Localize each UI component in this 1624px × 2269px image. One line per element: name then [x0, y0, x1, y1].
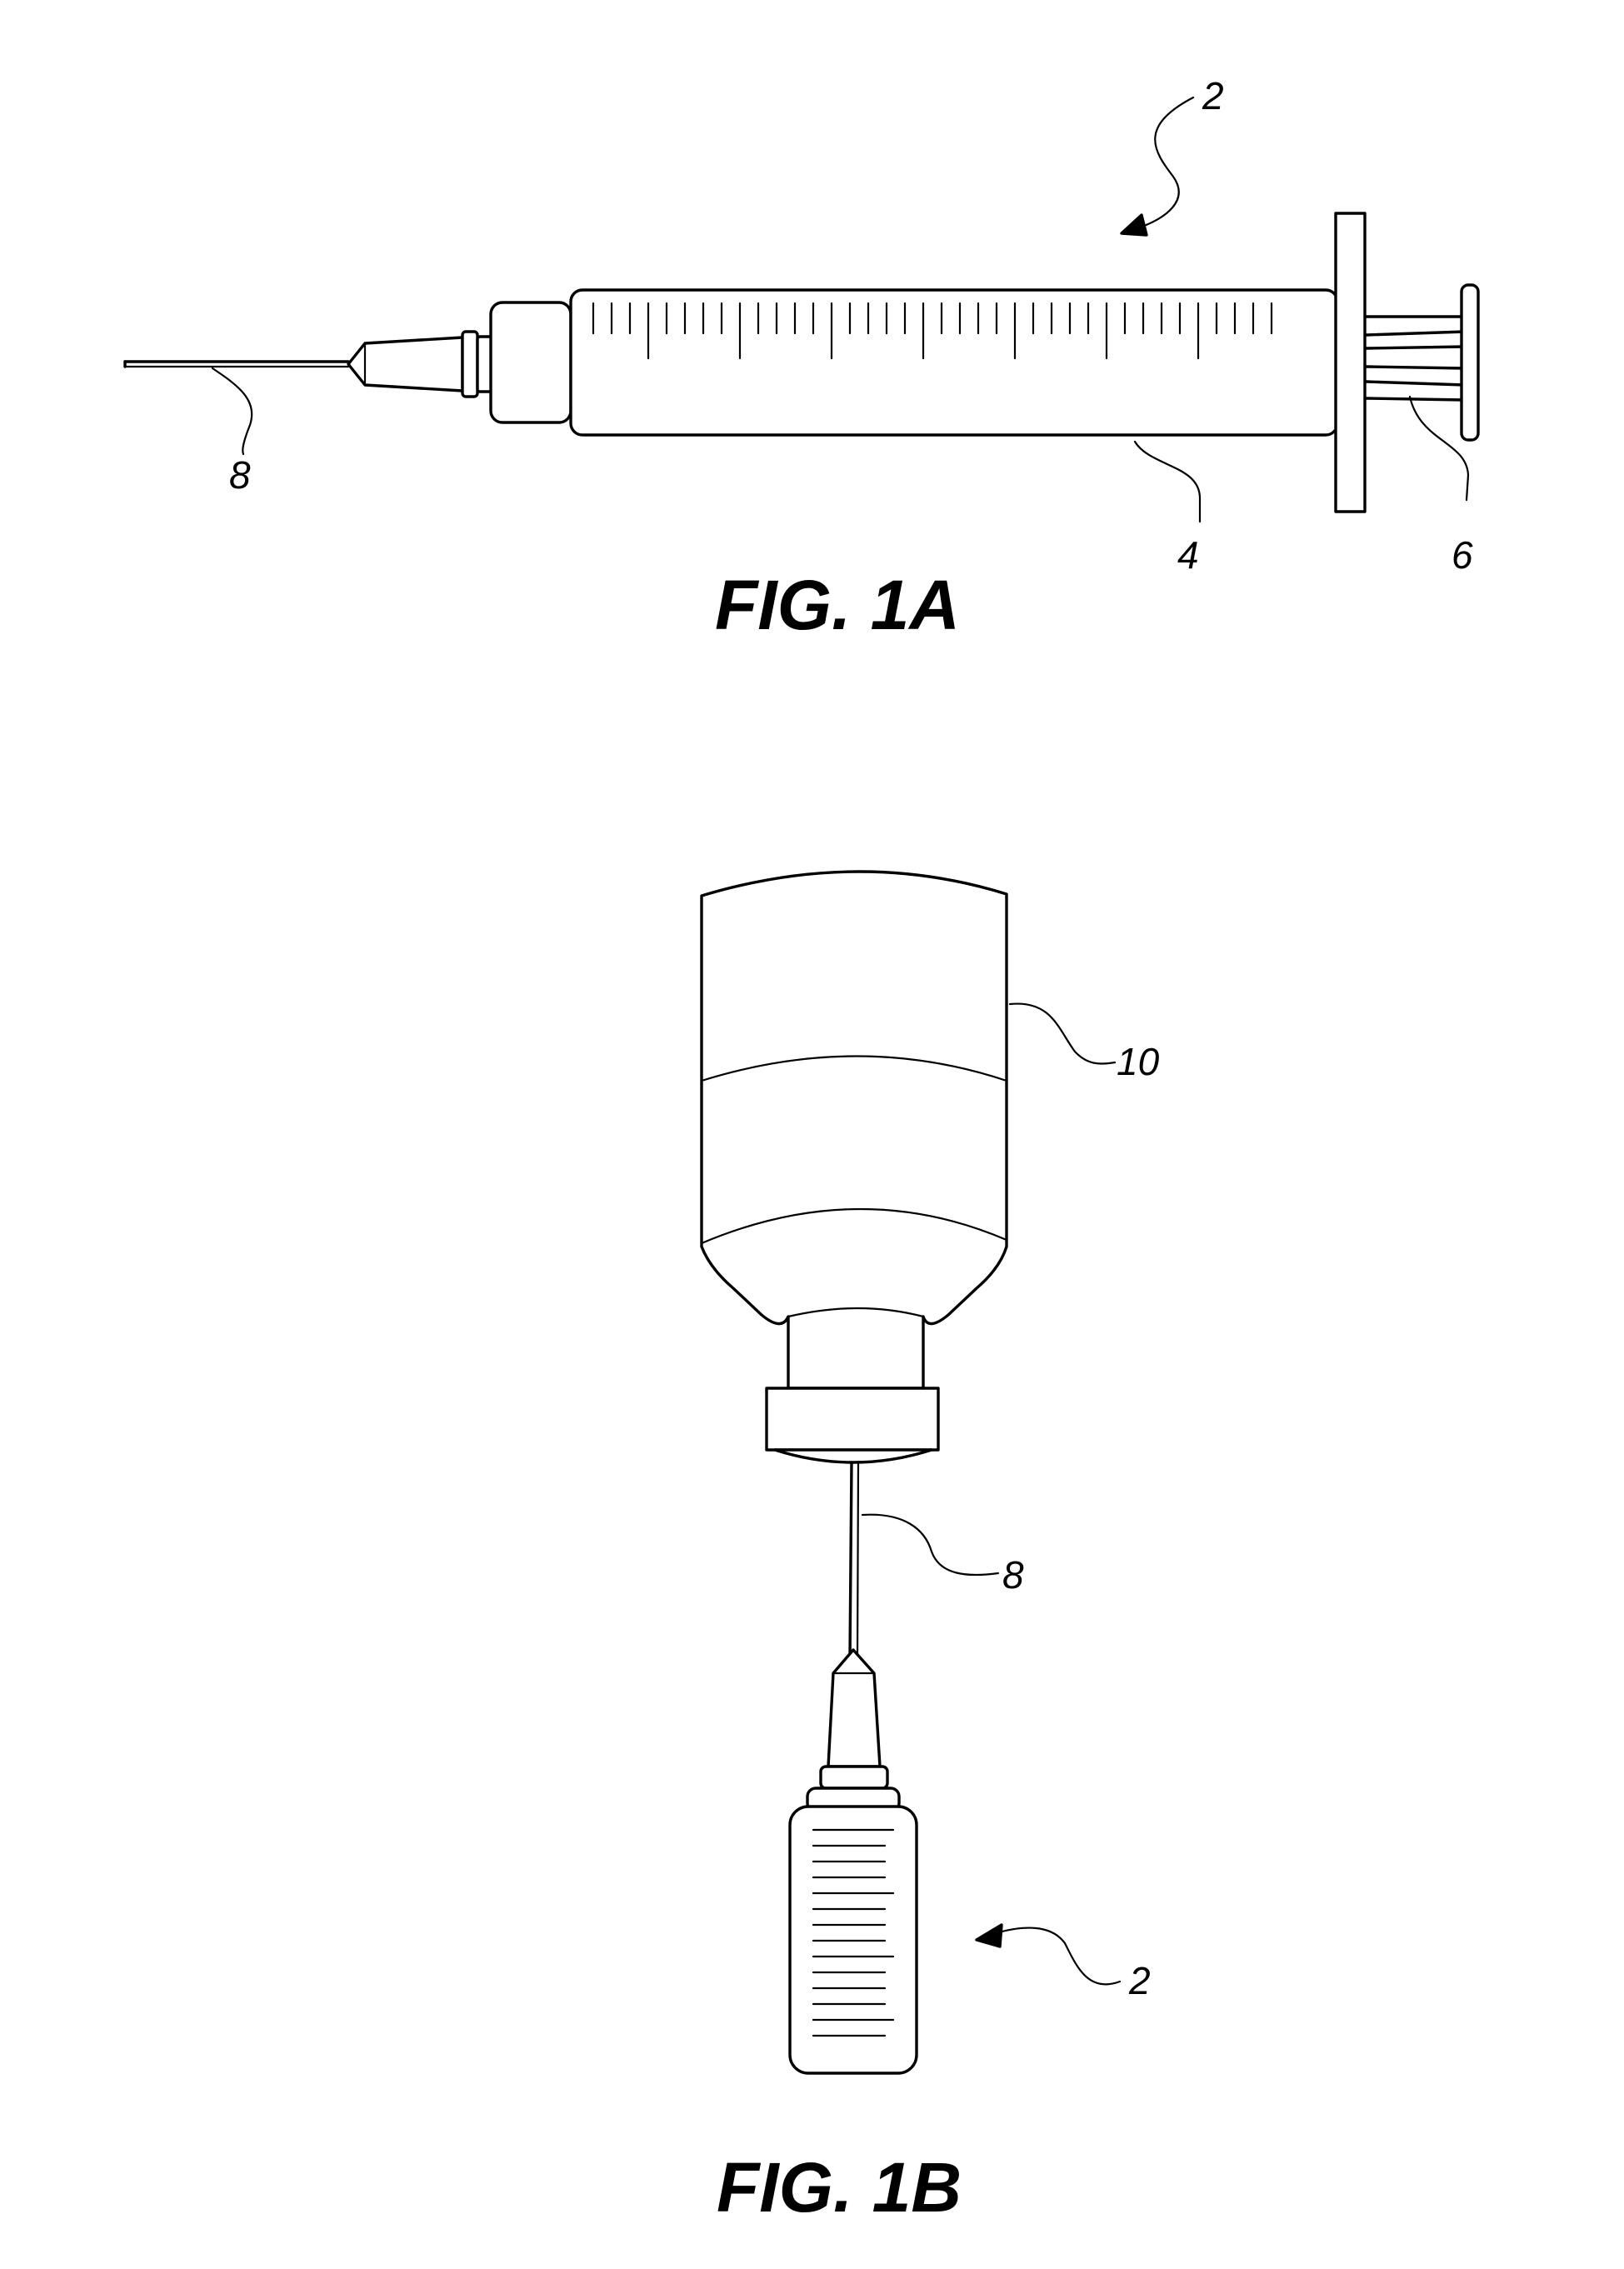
fig-1b-assembly: 10 8 2 FIG. 1B	[702, 872, 1160, 2227]
plunger-fig-1a	[1367, 285, 1478, 440]
leader-2-fig-1a	[1137, 97, 1193, 228]
vial-fig-1b	[702, 872, 1007, 1388]
leader-8-fig-1b	[862, 1515, 998, 1575]
label-2-fig-1b: 2	[1128, 1959, 1151, 2002]
caption-fig-1b: FIG. 1B	[717, 2148, 962, 2227]
needle-hub-fig-1b	[828, 1650, 880, 1767]
label-4-fig-1a: 4	[1177, 533, 1199, 577]
label-2-fig-1a: 2	[1202, 74, 1224, 117]
leader-8-fig-1a	[212, 368, 252, 454]
barrel-tip-fig-1a	[491, 302, 571, 422]
label-8-fig-1b: 8	[1002, 1553, 1024, 1597]
vial-cap-fig-1b	[767, 1388, 938, 1450]
leader-4-fig-1a	[1135, 442, 1200, 522]
hub-collar-fig-1a	[462, 332, 477, 397]
leader-10-fig-1b	[1010, 1004, 1115, 1064]
needle-fig-1a	[125, 362, 348, 367]
label-8-fig-1a: 8	[229, 453, 251, 497]
vial-stopper-fig-1b	[775, 1450, 932, 1462]
leader-6-fig-1a	[1410, 397, 1468, 500]
leader-2-fig-1b	[996, 1928, 1120, 1985]
fig-1a-syringe: 2 4 6 8 FIG. 1A	[125, 74, 1478, 644]
label-6-fig-1a: 6	[1452, 533, 1473, 577]
finger-flange-fig-1a	[1336, 213, 1365, 512]
needle-fig-1b	[850, 1462, 858, 1658]
label-10-fig-1b: 10	[1117, 1040, 1160, 1083]
caption-fig-1a: FIG. 1A	[715, 566, 960, 644]
